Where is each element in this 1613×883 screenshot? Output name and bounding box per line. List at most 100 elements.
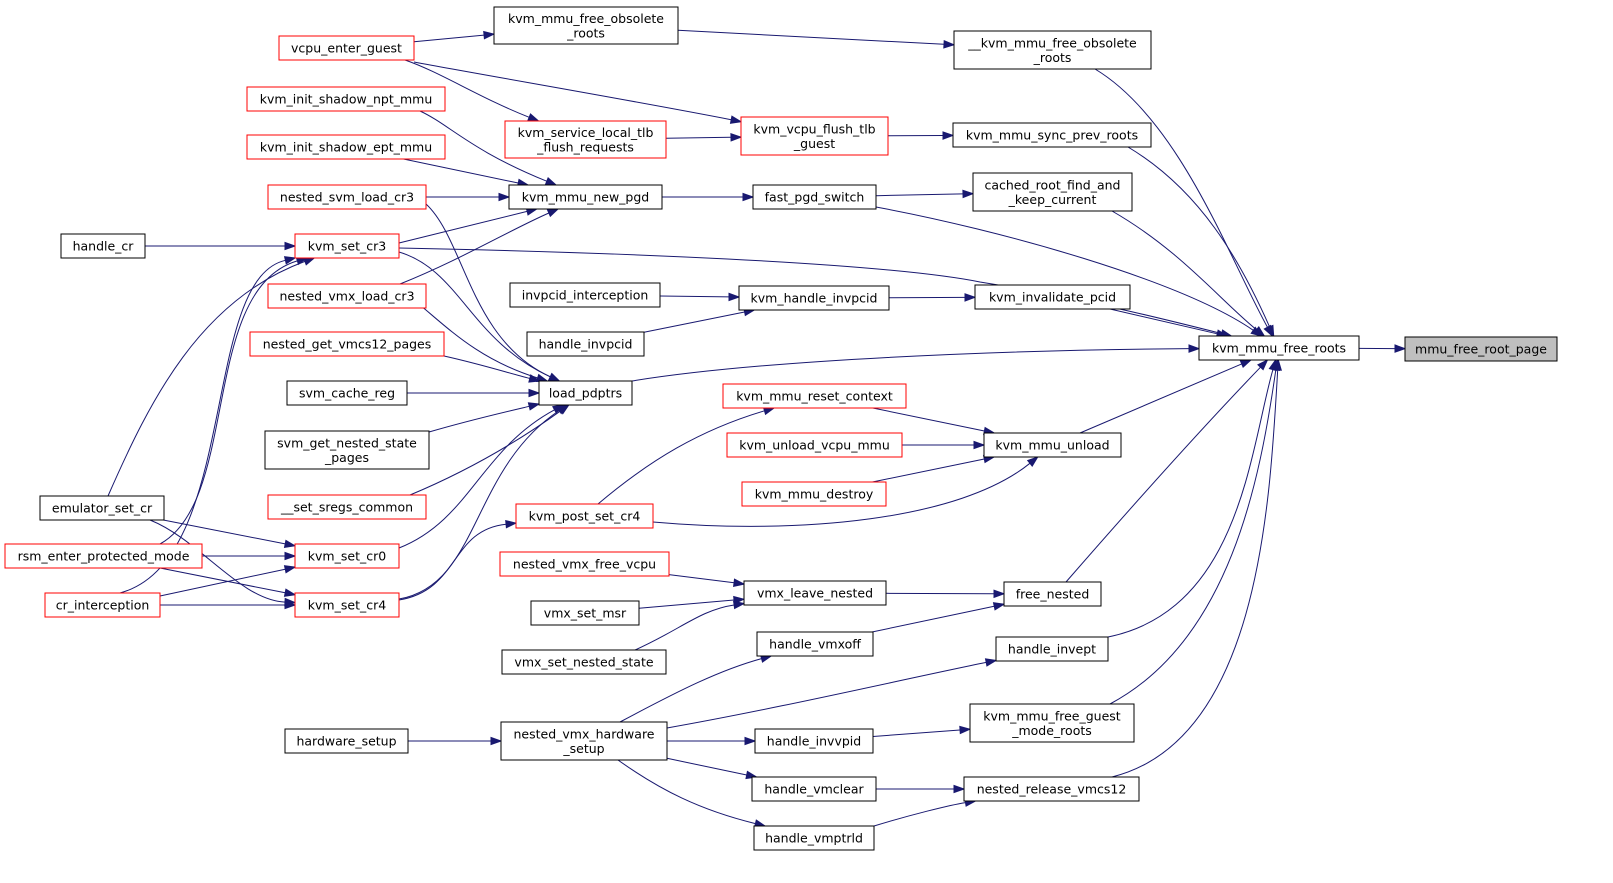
node-rsm_enter_protected_mode[interactable]: rsm_enter_protected_mode	[4, 543, 203, 569]
edge-line	[668, 574, 735, 584]
node-label: kvm_mmu_destroy	[755, 487, 874, 502]
node-label: svm_cache_reg	[299, 386, 395, 401]
node-kvm_vcpu_flush_tlb_guest[interactable]: kvm_vcpu_flush_tlb_guest	[740, 116, 889, 156]
node-label: nested_get_vmcs12_pages	[263, 337, 432, 352]
node-handle_vmxoff[interactable]: handle_vmxoff	[756, 631, 874, 657]
node-handle_vmptrld[interactable]: handle_vmptrld	[753, 825, 875, 851]
node-kvm_set_cr4[interactable]: kvm_set_cr4	[294, 592, 400, 618]
node-kvm_service_local_tlb_flush_requests[interactable]: kvm_service_local_tlb_flush_requests	[504, 120, 667, 159]
node-handle_invpcid[interactable]: handle_invpcid	[526, 331, 645, 357]
node-label: rsm_enter_protected_mode	[18, 549, 190, 564]
node-box	[509, 282, 661, 308]
node-emulator_set_cr[interactable]: emulator_set_cr	[39, 495, 165, 521]
edge-line	[872, 458, 985, 483]
edge-line	[1107, 369, 1274, 638]
node-kvm_handle_invpcid[interactable]: kvm_handle_invpcid	[738, 285, 890, 311]
node-box	[267, 494, 427, 520]
node-label: kvm_set_cr3	[308, 239, 386, 254]
node-box	[493, 6, 679, 45]
arrow-head	[284, 600, 297, 610]
node-svm_cache_reg[interactable]: svm_cache_reg	[286, 380, 408, 406]
node-kvm_mmu_sync_prev_roots[interactable]: kvm_mmu_sync_prev_roots	[952, 122, 1152, 148]
node-label: vmx_leave_nested	[757, 586, 873, 601]
node-label: nested_vmx_load_cr3	[279, 289, 414, 304]
node-label: kvm_mmu_free_guest	[983, 708, 1121, 723]
node-free_nested[interactable]: free_nested	[1003, 581, 1102, 607]
edge-line	[634, 604, 735, 651]
node-box	[44, 592, 161, 618]
node-kvm_set_cr3[interactable]: kvm_set_cr3	[294, 233, 400, 259]
node-invpcid_interception[interactable]: invpcid_interception	[509, 282, 661, 308]
edge-line	[659, 295, 730, 298]
node-mmu_free_root_page[interactable]: mmu_free_root_page	[1404, 336, 1558, 362]
node-label: _keep_current	[1008, 192, 1097, 207]
node-handle_invept[interactable]: handle_invept	[995, 636, 1109, 662]
node-box	[249, 331, 445, 357]
edge-kvm_mmu_sync_prev_roots-to-kvm_mmu_free_roots	[1127, 146, 1275, 338]
node-cached_root_find_and_keep_current[interactable]: cached_root_find_and_keep_current	[972, 172, 1133, 212]
node-nested_vmx_load_cr3[interactable]: nested_vmx_load_cr3	[267, 283, 427, 309]
node-kvm_mmu_reset_context[interactable]: kvm_mmu_reset_context	[722, 383, 907, 409]
arrow-head	[942, 131, 955, 140]
node-load_pdptrs[interactable]: load_pdptrs	[538, 380, 633, 406]
node-fast_pgd_switch[interactable]: fast_pgd_switch	[752, 184, 877, 210]
node-vmx_set_nested_state[interactable]: vmx_set_nested_state	[501, 649, 667, 675]
node-kvm_mmu_new_pgd[interactable]: kvm_mmu_new_pgd	[508, 184, 663, 210]
node-kvm_unload_vcpu_mmu[interactable]: kvm_unload_vcpu_mmu	[726, 432, 903, 458]
node-label: nested_release_vmcs12	[977, 782, 1127, 797]
node-label: kvm_invalidate_pcid	[989, 290, 1116, 305]
edge-line	[428, 405, 530, 433]
edge-line	[398, 210, 528, 244]
node-__set_sregs_common[interactable]: __set_sregs_common	[267, 494, 427, 520]
edge-layer	[107, 29, 1407, 828]
arrow-head	[283, 565, 297, 574]
node-kvm_mmu_unload[interactable]: kvm_mmu_unload	[983, 432, 1122, 458]
node-label: invpcid_interception	[522, 288, 649, 303]
node-hardware_setup[interactable]: hardware_setup	[284, 728, 409, 754]
arrow-head	[744, 736, 757, 746]
node-kvm_mmu_free_roots[interactable]: kvm_mmu_free_roots	[1198, 335, 1360, 361]
node-handle_invvpid[interactable]: handle_invvpid	[754, 728, 874, 754]
node-label: _roots	[1033, 50, 1072, 65]
node-nested_vmx_hardware_setup[interactable]: nested_vmx_hardware_setup	[500, 721, 668, 761]
node-nested_release_vmcs12[interactable]: nested_release_vmcs12	[963, 776, 1140, 802]
node-kvm_post_set_cr4[interactable]: kvm_post_set_cr4	[515, 503, 654, 529]
node-box	[969, 703, 1135, 743]
node-kvm_init_shadow_ept_mmu[interactable]: kvm_init_shadow_ept_mmu	[246, 134, 446, 160]
edge-line	[872, 729, 961, 737]
node-box	[974, 284, 1131, 310]
node-kvm_init_shadow_npt_mmu[interactable]: kvm_init_shadow_npt_mmu	[246, 86, 446, 112]
node-box	[508, 184, 663, 210]
edge-handle_cr-to-kvm_set_cr3	[145, 241, 297, 251]
node-box	[294, 592, 400, 618]
node-kvm_set_cr0[interactable]: kvm_set_cr0	[294, 543, 400, 569]
node-label: kvm_init_shadow_ept_mmu	[260, 140, 432, 155]
node-label: kvm_mmu_free_obsolete	[508, 11, 664, 26]
node-vmx_leave_nested[interactable]: vmx_leave_nested	[743, 580, 887, 606]
node-svm_get_nested_state_pages[interactable]: svm_get_nested_state_pages	[264, 430, 430, 470]
edge-rsm_enter_protected_mode-to-kvm_set_cr3	[159, 256, 309, 545]
node-handle_vmclear[interactable]: handle_vmclear	[751, 776, 877, 802]
node-vcpu_enter_guest[interactable]: vcpu_enter_guest	[278, 35, 415, 61]
node-kvm_mmu_free_obsolete_roots[interactable]: kvm_mmu_free_obsolete_roots	[493, 6, 679, 45]
node-kvm_invalidate_pcid[interactable]: kvm_invalidate_pcid	[974, 284, 1131, 310]
node-label: kvm_handle_invpcid	[751, 291, 878, 306]
node-vmx_set_msr[interactable]: vmx_set_msr	[530, 600, 640, 626]
node-label: handle_invpcid	[539, 337, 633, 352]
node-handle_cr[interactable]: handle_cr	[60, 233, 146, 259]
node-box	[753, 825, 875, 851]
edge-line	[677, 29, 945, 45]
node-label: kvm_mmu_unload	[995, 438, 1109, 453]
edge-cr_interception-to-kvm_set_cr4	[160, 600, 297, 610]
edge-fast_pgd_switch-to-kvm_mmu_free_roots	[875, 206, 1263, 337]
node-label: __kvm_mmu_free_obsolete	[967, 35, 1137, 50]
node-kvm_mmu_destroy[interactable]: kvm_mmu_destroy	[741, 481, 887, 507]
node-__kvm_mmu_free_obsolete_roots[interactable]: __kvm_mmu_free_obsolete_roots	[953, 30, 1152, 70]
node-nested_svm_load_cr3[interactable]: nested_svm_load_cr3	[267, 184, 427, 210]
node-nested_get_vmcs12_pages[interactable]: nested_get_vmcs12_pages	[249, 331, 445, 357]
node-kvm_mmu_free_guest_mode_roots[interactable]: kvm_mmu_free_guest_mode_roots	[969, 703, 1135, 743]
node-cr_interception[interactable]: cr_interception	[44, 592, 161, 618]
edge-line	[149, 519, 286, 603]
node-nested_vmx_free_vcpu[interactable]: nested_vmx_free_vcpu	[499, 551, 670, 577]
edge-line	[872, 407, 985, 432]
